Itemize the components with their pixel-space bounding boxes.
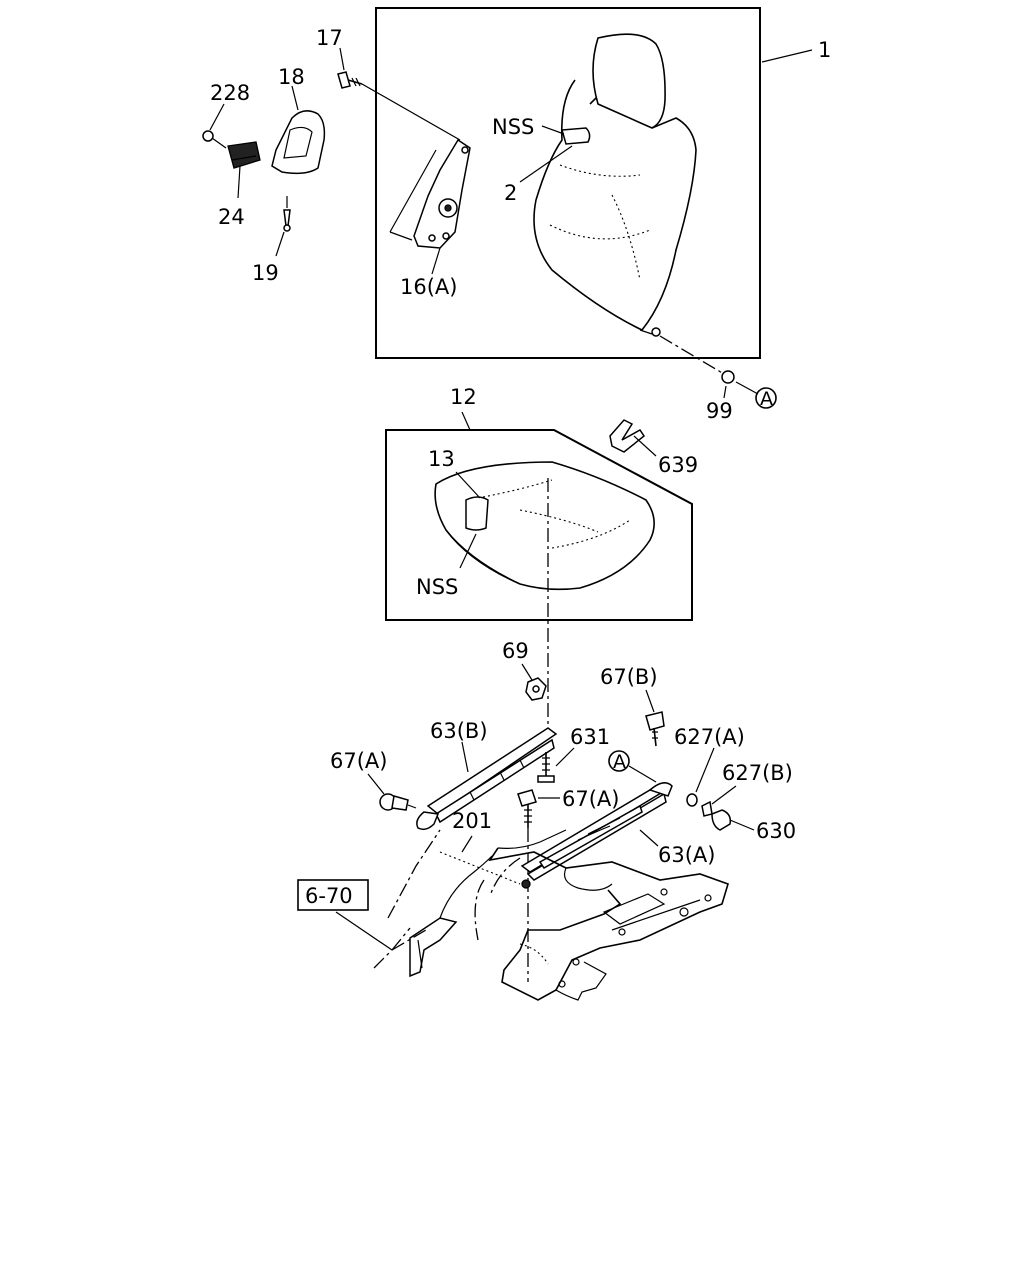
leader-17 — [339, 47, 345, 71]
seatback-assembly — [533, 33, 697, 337]
leader-nss-cushion — [459, 533, 477, 569]
label-part-12: 12 — [450, 385, 477, 409]
leader-12 — [461, 411, 471, 431]
label-part-1: 1 — [818, 38, 831, 62]
cap-nut-630 — [711, 809, 732, 831]
label-part-16a: 16(A) — [400, 275, 457, 299]
label-part-67a-mid: 67(A) — [562, 787, 619, 811]
leader-627a — [695, 747, 715, 793]
label-circle-a-mid: A — [613, 751, 626, 773]
label-part-67a-left: 67(A) — [330, 749, 387, 773]
leader-ref-6-70 — [335, 911, 393, 951]
label-circle-a-top: A — [760, 388, 773, 410]
knob-24 — [227, 141, 261, 169]
label-part-17: 17 — [316, 26, 343, 50]
leader-16a — [431, 247, 441, 275]
leader-639 — [633, 435, 657, 457]
screw-19 — [283, 196, 291, 232]
leader-627b — [711, 785, 737, 805]
leader-67b — [645, 689, 655, 713]
label-part-627a: 627(A) — [674, 725, 745, 749]
label-part-18: 18 — [278, 65, 305, 89]
label-part-2: 2 — [504, 181, 517, 205]
seat-cushion — [434, 461, 655, 591]
leader-69 — [521, 663, 533, 681]
screw-228 — [202, 130, 227, 149]
leader-201 — [461, 835, 473, 853]
label-part-67b: 67(B) — [600, 665, 658, 689]
label-ref-6-70: 6-70 — [305, 884, 353, 908]
bolt-17 — [337, 71, 461, 141]
leader-18 — [291, 85, 299, 111]
label-part-631: 631 — [570, 725, 610, 749]
leader-nss-top — [541, 125, 565, 135]
leader-2 — [519, 145, 573, 183]
rail-63a — [520, 782, 673, 889]
label-part-639: 639 — [658, 453, 698, 477]
nut-69 — [525, 677, 547, 701]
label-part-201: 201 — [452, 809, 492, 833]
leader-19 — [275, 231, 285, 257]
nut-99 — [659, 335, 759, 395]
label-nss-top: NSS — [492, 115, 534, 139]
label-part-24: 24 — [218, 205, 245, 229]
label-part-13: 13 — [428, 447, 455, 471]
cushion-group-frame — [385, 429, 693, 621]
seatback-group-frame — [375, 7, 761, 359]
leader-630 — [729, 819, 755, 831]
label-part-627b: 627(B) — [722, 761, 793, 785]
washer-627a — [686, 793, 698, 807]
leader-228 — [209, 103, 225, 131]
label-part-69: 69 — [502, 639, 529, 663]
label-part-99: 99 — [706, 399, 733, 423]
leader-67a-left — [367, 773, 385, 795]
ref-6-70-box — [297, 879, 369, 911]
circle-a-mid-marker — [608, 750, 630, 772]
bolt-67b — [645, 711, 665, 747]
leader-13 — [455, 471, 481, 499]
label-part-228: 228 — [210, 81, 250, 105]
bolt-67a-mid — [517, 789, 537, 828]
label-part-63b: 63(B) — [430, 719, 488, 743]
recliner-bracket — [389, 138, 471, 249]
leader-99 — [723, 385, 727, 399]
label-nss-cushion: NSS — [416, 575, 458, 599]
circle-a-top-marker — [755, 387, 777, 409]
ref-6-70-chain — [373, 927, 427, 969]
leader-circle-a-mid — [628, 765, 657, 783]
ref-6-70-chain-upper — [387, 829, 441, 919]
leader-631 — [555, 747, 575, 767]
rail-63b — [416, 727, 558, 831]
washer-627b — [701, 800, 713, 817]
leader-63b — [461, 741, 469, 773]
recliner-cover-18 — [271, 110, 326, 175]
label-part-630: 630 — [756, 819, 796, 843]
label-part-19: 19 — [252, 261, 279, 285]
leader-24 — [237, 165, 241, 199]
leader-201-dots — [439, 851, 521, 885]
leader-63a — [639, 829, 659, 847]
clip-639 — [609, 419, 646, 453]
bolt-631 — [537, 752, 555, 783]
leader-1 — [761, 49, 813, 63]
bolt-67a-left — [379, 793, 417, 811]
label-part-63a: 63(A) — [658, 843, 715, 867]
